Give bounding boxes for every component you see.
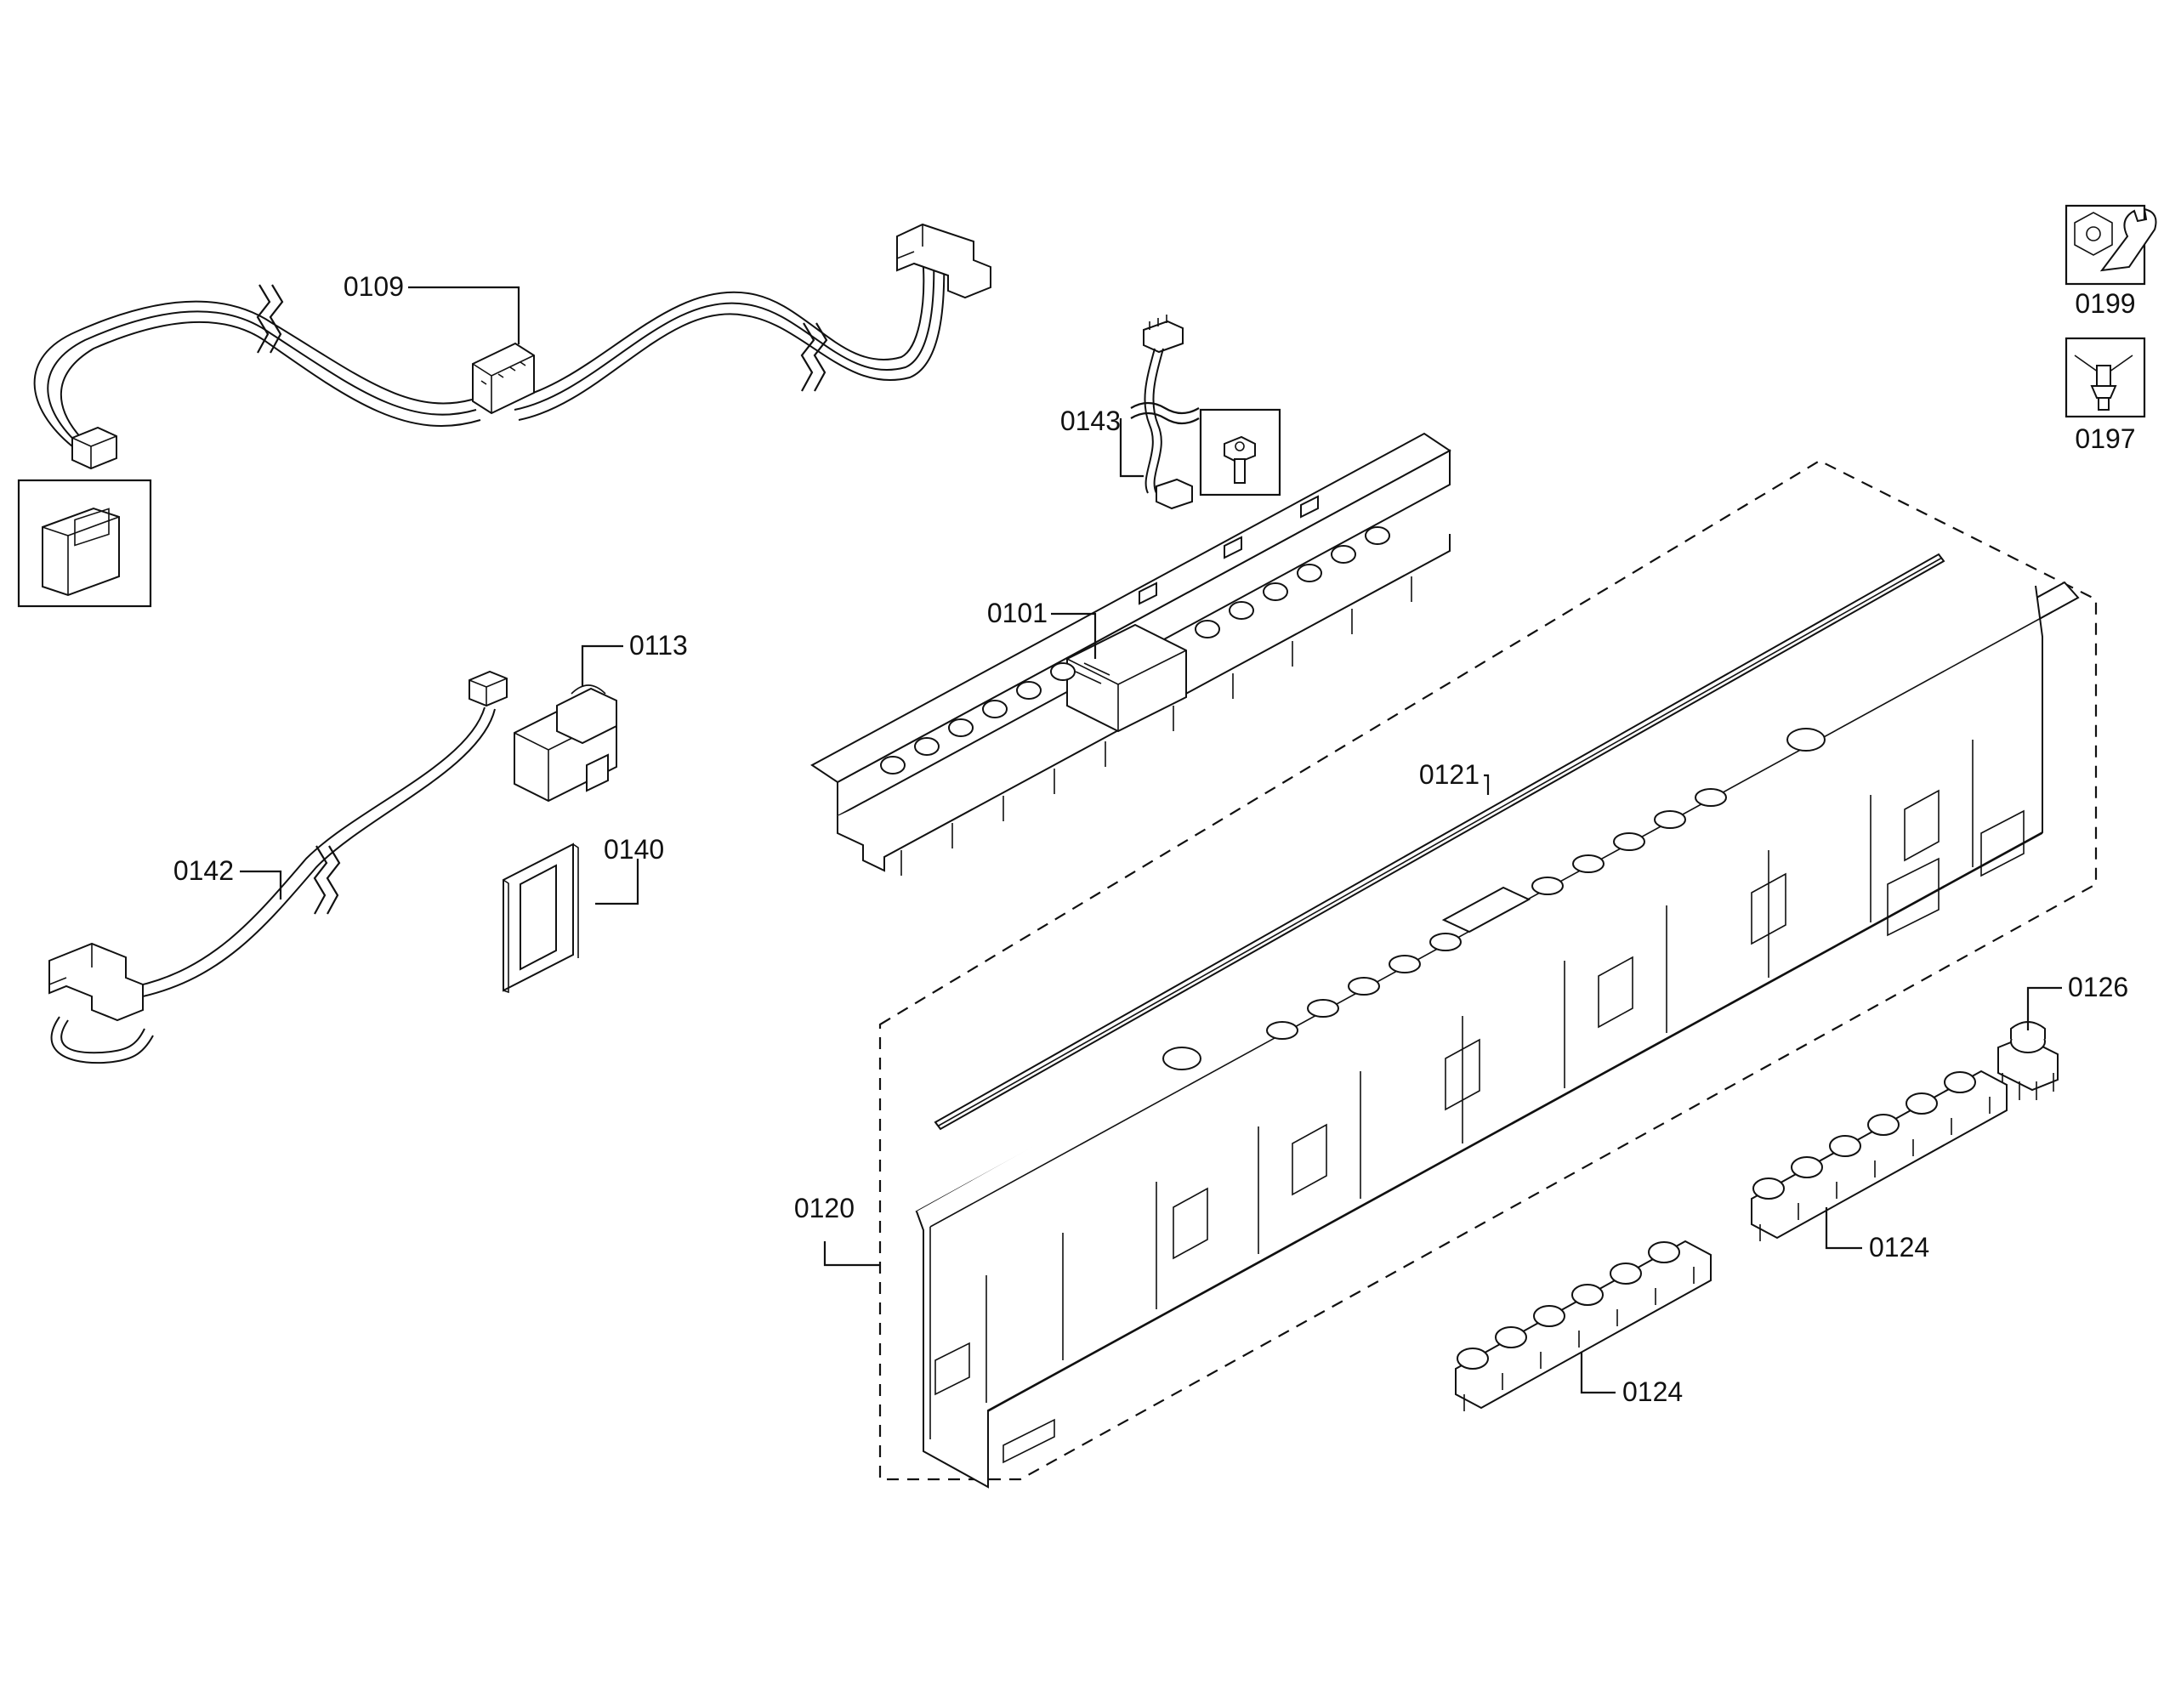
harness-connector-inset bbox=[17, 479, 152, 608]
label-0142: 0142 bbox=[173, 855, 234, 886]
label-0113: 0113 bbox=[629, 630, 688, 661]
label-0143: 0143 bbox=[1060, 406, 1121, 436]
button-strip-0124-lower[interactable] bbox=[1455, 1240, 1712, 1411]
label-0121: 0121 bbox=[1419, 759, 1480, 790]
label-0124-upper: 0124 bbox=[1869, 1232, 1929, 1263]
control-panel-0120[interactable] bbox=[915, 581, 2080, 1489]
screwdriver-icon bbox=[2065, 337, 2146, 418]
label-0109: 0109 bbox=[344, 271, 404, 302]
screw-inset-0143 bbox=[1199, 408, 1281, 497]
wire-0143[interactable] bbox=[1130, 315, 1200, 510]
button-0126[interactable] bbox=[1997, 1021, 2059, 1100]
label-0120: 0120 bbox=[794, 1193, 855, 1223]
label-0126: 0126 bbox=[2068, 972, 2128, 1002]
control-module-0101[interactable] bbox=[810, 432, 1451, 876]
label-0197: 0197 bbox=[2075, 423, 2135, 454]
switch-0113[interactable] bbox=[514, 684, 617, 803]
label-0101: 0101 bbox=[987, 598, 1048, 628]
wire-0142[interactable] bbox=[48, 670, 508, 1064]
trim-strip-0121[interactable] bbox=[934, 553, 1945, 1131]
panel-button-holes bbox=[1162, 728, 1826, 1070]
label-0140: 0140 bbox=[604, 834, 664, 865]
gasket-0140[interactable] bbox=[503, 843, 579, 994]
wire-harness-0109[interactable] bbox=[33, 223, 991, 470]
label-0124-lower: 0124 bbox=[1622, 1376, 1683, 1407]
wrench-nut-icon bbox=[2065, 204, 2157, 286]
board-buttons bbox=[880, 526, 1390, 775]
label-0199: 0199 bbox=[2075, 288, 2135, 319]
button-strip-0124-upper[interactable] bbox=[1751, 1070, 2008, 1241]
